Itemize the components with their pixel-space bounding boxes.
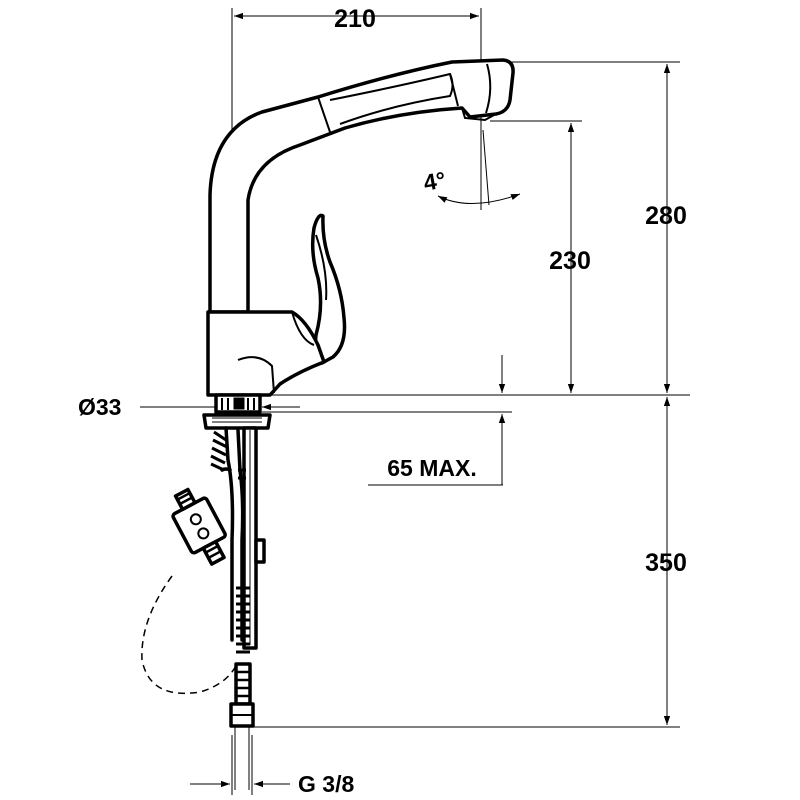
mixer-housing — [206, 310, 326, 397]
dimension-label-230: 230 — [549, 247, 591, 275]
dimension-height-280: 280 — [508, 61, 687, 393]
dimension-label-350: 350 — [645, 549, 687, 577]
supply-hoses — [141, 426, 266, 790]
dimension-height-350: 350 — [252, 397, 687, 728]
mounting-base — [202, 393, 272, 430]
dimension-label-65-max: 65 MAX. — [387, 455, 476, 481]
dimension-label-210: 210 — [334, 5, 376, 33]
angle-indicator: 4° — [422, 125, 521, 210]
dimension-connection-g38: G 3/8 — [190, 735, 354, 797]
hose-weight — [171, 487, 227, 566]
angle-label: 4° — [422, 166, 448, 195]
hose-connector — [234, 662, 252, 706]
dimension-deck-65-max: 65 MAX. — [262, 355, 512, 486]
dimension-diameter-33: Ø33 — [78, 394, 300, 420]
spout — [208, 58, 515, 314]
dimension-height-230: 230 — [490, 120, 591, 393]
flexible-hose — [224, 426, 235, 642]
faucet-body — [206, 58, 515, 397]
dimension-label-connection: G 3/8 — [298, 771, 354, 797]
hose-loop-dashed — [141, 575, 239, 695]
dimension-label-diameter: Ø33 — [78, 394, 121, 420]
dimension-label-280: 280 — [645, 202, 687, 230]
